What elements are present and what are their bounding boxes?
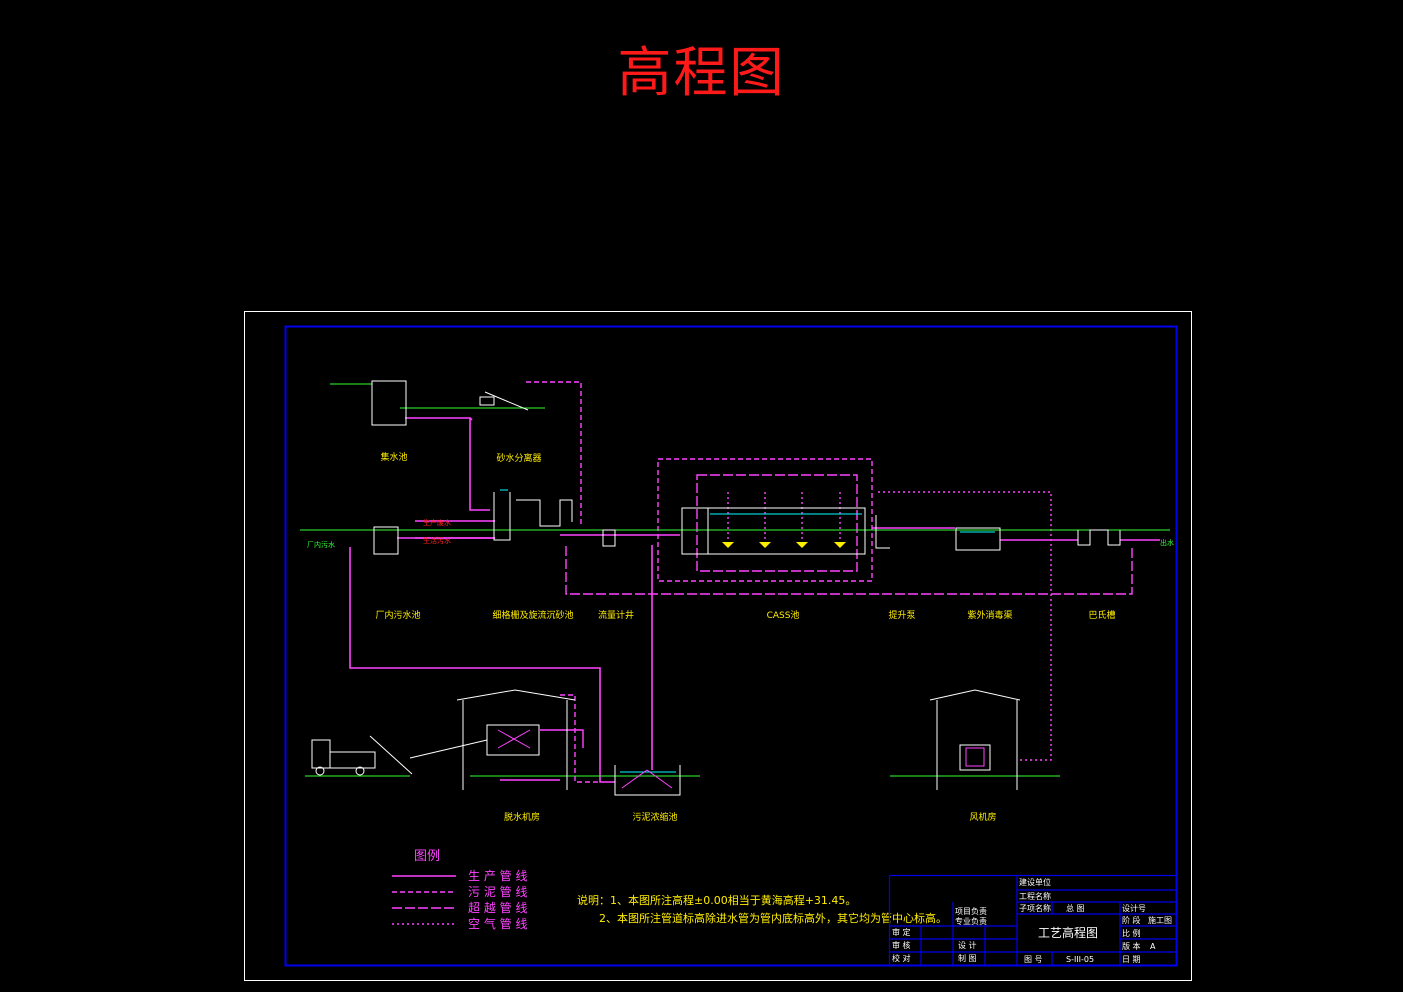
tb-drawing-title: 工艺高程图 <box>1038 925 1098 940</box>
label-effluent: 出水 <box>1160 538 1174 547</box>
structure-labels: 集水池 砂水分离器 厂内污水池 细格栅及旋流沉砂池 流量计井 CASS池 提升泵… <box>375 451 1115 823</box>
label-lift-pump: 提升泵 <box>888 610 915 621</box>
label-flow-well: 流量计井 <box>598 609 634 621</box>
tb-designer: 设 计 <box>958 940 977 950</box>
inout-labels: 厂内污水 出水 <box>307 538 1174 549</box>
tb-project: 工程名称 <box>1019 891 1051 901</box>
label-dewatering-room: 脱水机房 <box>504 811 540 823</box>
notes: 说明：1、本图所注高程±0.00相当于黄海高程+31.45。 2、本图所注管道标… <box>577 893 947 925</box>
label-sludge-thickener: 污泥浓缩池 <box>632 811 677 823</box>
production-pipes <box>349 417 1160 783</box>
label-blower-room: 风机房 <box>969 811 996 823</box>
tb-drafter: 制 图 <box>958 953 977 963</box>
tb-review: 审 核 <box>892 940 911 950</box>
label-plant-inlet: 厂内污水 <box>307 540 335 549</box>
structures <box>311 380 1121 796</box>
tb-phase-value: 施工图 <box>1148 915 1172 925</box>
sheet-frame <box>244 311 1192 981</box>
note-line-1: 说明：1、本图所注高程±0.00相当于黄海高程+31.45。 <box>577 893 856 907</box>
tb-drawing-no: S-III-05 <box>1066 955 1094 964</box>
flow-labels: 生产废水 生活污水 <box>423 518 451 545</box>
legend-label: 超 越 管 线 <box>468 900 527 915</box>
legend-label: 生 产 管 线 <box>468 868 527 883</box>
legend-item: 超 越 管 线 <box>392 900 527 915</box>
tb-design-no: 设计号 <box>1122 903 1146 913</box>
label-plant-sewage-pool: 厂内污水池 <box>375 609 420 621</box>
sludge-and-bypass-pipes <box>500 381 1133 783</box>
label-production-water: 生产废水 <box>423 518 451 527</box>
legend-label: 污 泥 管 线 <box>468 884 527 899</box>
label-grit-chamber: 细格栅及旋流沉砂池 <box>492 609 573 621</box>
label-cass: CASS池 <box>767 609 800 621</box>
legend-item: 空 气 管 线 <box>392 916 527 931</box>
tb-discipline-leader: 专业负责 <box>955 916 987 926</box>
tb-approve: 审 定 <box>892 927 911 937</box>
label-sand-water-separator: 砂水分离器 <box>496 452 541 464</box>
tb-version: 版 本 <box>1122 941 1141 951</box>
tb-drawing-no-label: 图 号 <box>1024 955 1043 964</box>
thickener-rake <box>497 729 985 789</box>
ground-lines <box>300 383 1170 777</box>
title-block: 建设单位 工程名称 子项名称 总 图 设计号 项目负责 专业负责 设 计 制 图… <box>888 874 1178 967</box>
label-outfall: 巴氏槽 <box>1088 609 1115 621</box>
tb-project-leader: 项目负责 <box>955 906 987 916</box>
legend-item: 污 泥 管 线 <box>392 884 527 899</box>
tb-subproject-value: 总 图 <box>1066 903 1085 913</box>
tb-date: 日 期 <box>1122 955 1141 964</box>
legend-label: 空 气 管 线 <box>468 916 527 931</box>
cyan-water-lines <box>500 489 995 773</box>
cass-diffusers <box>722 542 846 548</box>
tb-subproject: 子项名称 <box>1019 903 1051 913</box>
drawing-border <box>284 325 1178 967</box>
tb-scale: 比 例 <box>1122 928 1141 938</box>
tb-phase: 阶 段 <box>1122 915 1141 925</box>
drawing-main-title: 高程图 <box>617 41 786 104</box>
tb-version-value: A <box>1150 942 1156 951</box>
legend-item: 生 产 管 线 <box>392 868 527 883</box>
note-line-2: 2、本图所注管道标高除进水管为管内底标高外，其它均为管中心标高。 <box>599 911 947 925</box>
label-collection-pool: 集水池 <box>380 451 407 463</box>
label-uv-channel: 紫外消毒渠 <box>967 609 1012 621</box>
legend-title: 图例 <box>414 849 440 864</box>
tb-check: 校 对 <box>892 953 911 963</box>
tb-unit: 建设单位 <box>1019 877 1051 887</box>
legend: 图例 生 产 管 线 污 泥 管 线 超 越 管 线 空 气 管 线 <box>392 849 527 931</box>
label-domestic-water: 生活污水 <box>423 536 451 545</box>
